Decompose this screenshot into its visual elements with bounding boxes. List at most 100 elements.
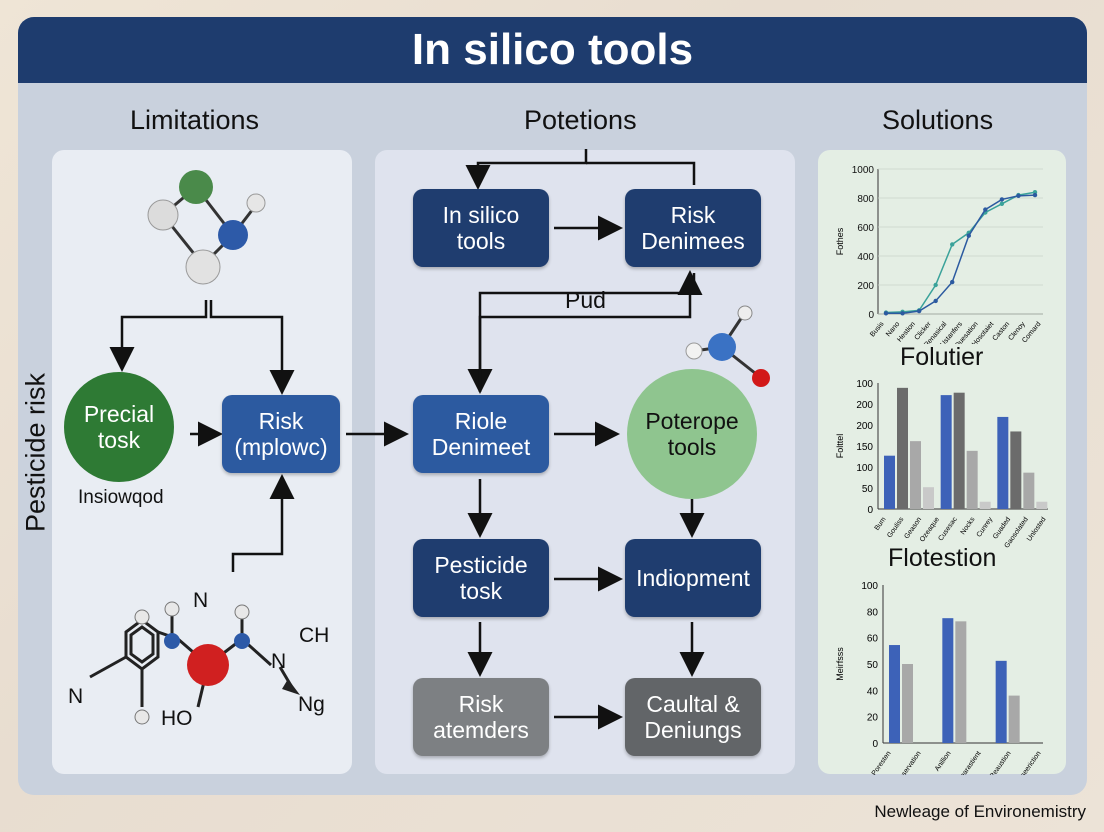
y-tick-label: 40: [867, 686, 879, 697]
bar: [997, 416, 1009, 509]
risk-denimees-box: Risk Denimees: [625, 189, 761, 267]
credit-text: Newleage of Environemistry: [874, 802, 1086, 821]
y-axis-label: Fothes: [835, 227, 845, 255]
y-tick-label: 100: [856, 379, 873, 390]
bar: [979, 501, 991, 509]
title-banner: In silico tools: [18, 17, 1087, 83]
y-tick-label: 150: [856, 442, 873, 453]
y-tick-label: 0: [867, 505, 873, 516]
x-tick-label: Poresten: [871, 750, 893, 775]
x-tick-label: Coolseeriction: [1011, 750, 1042, 775]
bar: [897, 387, 908, 509]
y-tick-label: 200: [856, 421, 873, 432]
indiopment-box: Indiopment: [625, 539, 761, 617]
data-point: [966, 233, 971, 238]
data-point: [950, 279, 955, 285]
data-point: [900, 311, 905, 316]
arrow-mol-to-risk: [209, 300, 295, 395]
bar: [1036, 501, 1048, 509]
column-heading-limitations: Limitations: [130, 105, 260, 135]
bar: [910, 441, 921, 509]
bar: [889, 645, 900, 743]
series-line-1: [885, 191, 1036, 314]
y-tick-label: 80: [867, 607, 879, 618]
arrow-riole-to-risk-denimees: [478, 270, 703, 392]
x-tick-label: Rentearastient: [951, 750, 983, 775]
bar: [966, 450, 978, 509]
y-tick-label: 60: [867, 634, 879, 645]
atom-label-n-top: N: [193, 589, 209, 612]
bar: [953, 392, 965, 509]
bar: [942, 618, 954, 743]
x-tick-label: Reaustion: [989, 750, 1013, 775]
y-tick-label: 200: [857, 281, 874, 292]
y-tick-label: 0: [868, 310, 874, 321]
data-point: [933, 282, 938, 288]
precial-tosk-node: Precial tosk: [64, 372, 174, 482]
poterope-tools-node: Poterope tools: [627, 369, 757, 499]
arrow-bottom-to-risk: [231, 474, 295, 572]
bar: [940, 395, 952, 509]
atom-label-n-left: N: [68, 685, 84, 708]
caultal-deniungs-box: Caultal & Deniungs: [625, 678, 761, 756]
bar: [995, 660, 1007, 743]
data-point: [916, 308, 922, 314]
riole-denimeet-box: Riole Denimeet: [413, 395, 549, 473]
x-tick-label: Bum: [874, 516, 888, 532]
x-tick-label: Nocks: [960, 516, 977, 536]
column-heading-potetions: Potetions: [524, 105, 637, 135]
y-axis-label: Meirfsss: [835, 647, 845, 681]
bar: [1023, 472, 1035, 509]
data-point: [999, 197, 1005, 202]
bar-chart-folutier: 100200200150100500FolttelBumGoulissGeaso…: [835, 379, 1048, 549]
data-point: [1016, 193, 1021, 199]
y-tick-label: 800: [857, 194, 874, 205]
arrow-mol-to-circle: [109, 300, 208, 372]
atom-label-ch: CH: [299, 624, 330, 647]
x-tick-label: Cusesac: [937, 516, 959, 543]
y-tick-label: 20: [867, 713, 879, 724]
molecule-bottom-atoms: [134, 601, 300, 725]
in-silico-tools-box: In silico tools: [413, 189, 549, 267]
series-line-2: [886, 194, 1036, 315]
data-point: [1032, 192, 1038, 198]
y-tick-label: 50: [867, 660, 879, 671]
y-tick-label: 100: [861, 581, 878, 592]
data-point: [983, 207, 988, 212]
bar: [1010, 431, 1022, 509]
chart3-title: Flotestion: [888, 544, 997, 572]
y-axis-label: Folttel: [835, 434, 845, 459]
atom-label-ho: HO: [161, 707, 193, 730]
risk-mplowc-box: Risk (mplowc): [222, 395, 340, 473]
bar: [1008, 695, 1020, 743]
chart2-title: Folutier: [900, 343, 984, 371]
molecule-top-icon: [147, 170, 266, 285]
main-panel: In silico tools Limitations Potetions So…: [18, 17, 1087, 795]
y-tick-label: 200: [856, 400, 873, 411]
x-tick-label: Busis: [869, 320, 886, 338]
y-tick-label: 1000: [852, 165, 875, 176]
atom-label-n-mid: N: [271, 650, 287, 673]
x-tick-label: Cunrey: [976, 516, 995, 539]
y-tick-label: 600: [857, 223, 874, 234]
arrow-top-right: [586, 161, 696, 185]
y-tick-label: 0: [872, 739, 878, 750]
y-tick-label: 100: [856, 463, 873, 474]
bar: [955, 621, 967, 743]
x-tick-label: Anillion: [934, 750, 953, 773]
data-point: [950, 242, 955, 247]
data-point: [999, 201, 1005, 206]
insiowqod-label: Insiowqod: [78, 487, 164, 508]
y-tick-label: 50: [862, 484, 874, 495]
y-tick-label: 400: [857, 252, 874, 263]
x-tick-label: Conservation: [893, 750, 922, 775]
atom-label-ng: Ng: [298, 693, 325, 716]
bar: [902, 664, 913, 743]
pesticide-tosk-box: Pesticide tosk: [413, 539, 549, 617]
data-point: [933, 298, 938, 304]
molecule-middle-icon: [685, 305, 770, 387]
arrow-top-left: [465, 149, 588, 190]
bar: [923, 487, 934, 509]
